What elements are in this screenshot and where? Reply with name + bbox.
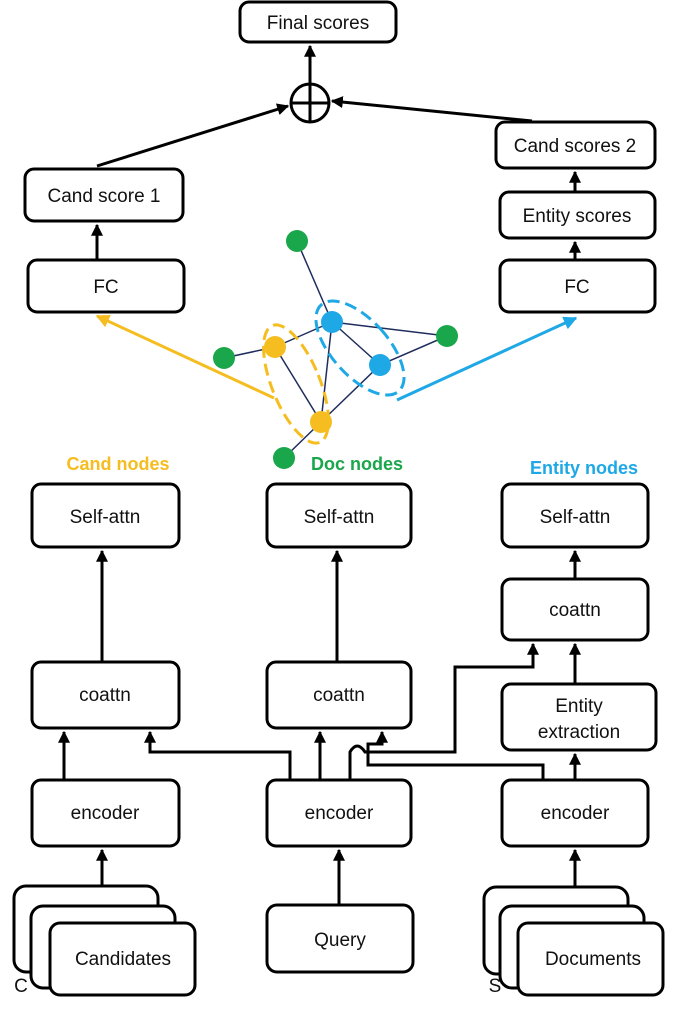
entity-node bbox=[321, 311, 343, 333]
final-scores-box: Final scores bbox=[238, 0, 398, 44]
svg-text:encoder: encoder bbox=[71, 803, 140, 824]
svg-text:coattn: coattn bbox=[79, 685, 131, 706]
svg-text:Cand scores 2: Cand scores 2 bbox=[514, 136, 637, 157]
svg-text:Self-attn: Self-attn bbox=[540, 507, 611, 528]
candidates-stack: Candidates bbox=[12, 884, 197, 997]
documents-stack: Documents bbox=[482, 885, 665, 997]
fc-right-box: FC bbox=[498, 258, 657, 314]
svg-text:Query: Query bbox=[314, 930, 366, 951]
entity-nodes-label: Entity nodes bbox=[530, 458, 638, 478]
svg-text:extraction: extraction bbox=[538, 722, 620, 743]
svg-text:Entity scores: Entity scores bbox=[523, 206, 632, 227]
svg-text:Self-attn: Self-attn bbox=[70, 507, 141, 528]
fc-left-box: FC bbox=[26, 258, 186, 314]
self-attn-entity-box: Self-attn bbox=[500, 482, 650, 549]
cand-score-1-box: Cand score 1 bbox=[23, 167, 185, 223]
cand-scores-2-box: Cand scores 2 bbox=[494, 120, 657, 170]
query-box: Query bbox=[265, 903, 415, 974]
svg-text:encoder: encoder bbox=[305, 803, 374, 824]
c-label: C bbox=[14, 976, 28, 997]
svg-text:Candidates: Candidates bbox=[75, 949, 171, 970]
svg-text:Final scores: Final scores bbox=[267, 13, 369, 34]
doc-node bbox=[273, 447, 295, 469]
svg-text:FC: FC bbox=[564, 277, 589, 298]
svg-text:encoder: encoder bbox=[541, 803, 610, 824]
coattn-cand-box: coattn bbox=[30, 660, 181, 730]
svg-text:Cand score 1: Cand score 1 bbox=[47, 186, 160, 207]
entity-nodes-dashed-group bbox=[314, 299, 406, 397]
cand-nodes-label: Cand nodes bbox=[66, 454, 169, 474]
cand-node bbox=[310, 411, 332, 433]
combine-operator bbox=[289, 82, 331, 124]
cand-nodes-to-fc-left-arrow bbox=[95, 314, 275, 400]
encoder-doc-box: encoder bbox=[265, 778, 413, 848]
self-attn-cand-box: Self-attn bbox=[30, 482, 181, 549]
query-to-coattn-entity-arrow bbox=[348, 642, 539, 780]
entity-scores-box: Entity scores bbox=[498, 190, 657, 240]
svg-text:Documents: Documents bbox=[545, 949, 641, 970]
self-attn-doc-box: Self-attn bbox=[265, 482, 413, 549]
query-to-coattn-cand-arrow bbox=[144, 730, 292, 780]
doc-node bbox=[286, 230, 308, 252]
svg-text:coattn: coattn bbox=[313, 685, 365, 706]
cand-scores-2-to-combine-arrow bbox=[330, 96, 533, 123]
entity-graph bbox=[213, 230, 458, 469]
entity-nodes-to-fc-right-arrow bbox=[396, 316, 578, 402]
encoder-cand-box: encoder bbox=[30, 778, 181, 848]
svg-text:Self-attn: Self-attn bbox=[304, 507, 375, 528]
cand-node bbox=[264, 336, 286, 358]
doc-node bbox=[436, 325, 458, 347]
cand-nodes-dashed-group bbox=[262, 323, 330, 445]
svg-text:Entity: Entity bbox=[555, 696, 603, 717]
encoder-entity-box: encoder bbox=[500, 778, 650, 848]
doc-nodes-label: Doc nodes bbox=[311, 454, 403, 474]
documents-to-coattn-doc-arrow bbox=[366, 730, 545, 780]
svg-text:FC: FC bbox=[93, 277, 118, 298]
doc-node bbox=[213, 347, 235, 369]
svg-text:coattn: coattn bbox=[549, 600, 601, 621]
s-label: S bbox=[489, 976, 502, 997]
cand-score-1-to-combine-arrow bbox=[96, 103, 290, 168]
entity-extraction-box: Entity extraction bbox=[500, 682, 658, 752]
coattn-doc-box: coattn bbox=[265, 660, 413, 730]
coattn-entity-box: coattn bbox=[500, 577, 650, 642]
entity-node bbox=[369, 354, 391, 376]
